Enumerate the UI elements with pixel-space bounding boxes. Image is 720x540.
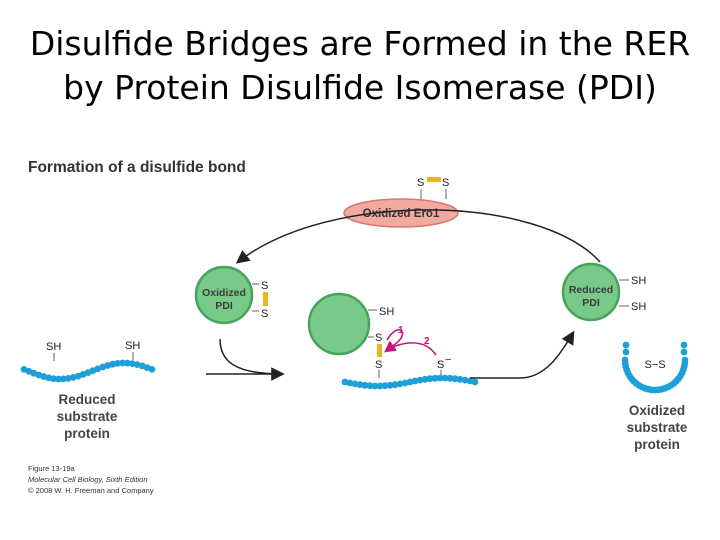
ero1-disulfide-bond [427, 177, 441, 182]
intermediate-substrate-chain [341, 374, 479, 390]
oxidized-ero1: S S Oxidized Ero1 [343, 177, 459, 228]
reduced-pdi-sh-top: SH [631, 275, 646, 287]
reduced-substrate-protein: SH SH Reduced substrate protein [20, 340, 156, 441]
intermediate-sh: SH [379, 306, 394, 318]
intermediate-chain-bead [391, 381, 399, 389]
intermediate-chain-bead [456, 375, 464, 383]
step-2-arrow [384, 341, 437, 356]
intermediate-chain-bead [371, 382, 379, 390]
oxidized-pdi-s-top: S [261, 280, 268, 292]
pdi-substrate-intermediate: SH S S S − 1 2 [307, 292, 479, 390]
intermediate-s-bottom: S [375, 359, 382, 371]
oxidized-substrate-protein: S−S Oxidized substrate protein [621, 341, 689, 452]
ero1-s-right: S [442, 177, 449, 189]
slide-title: Disulfide Bridges are Formed in the RER … [0, 22, 720, 110]
ero1-label: Oxidized Ero1 [363, 208, 440, 220]
intermediate-chain-bead [386, 381, 394, 389]
intermediate-chain-bead [366, 382, 374, 390]
reduced-substrate-line2: substrate [57, 409, 118, 424]
oxidized-substrate-line2: substrate [627, 420, 688, 435]
reduced-substrate-chain [20, 359, 156, 383]
intermediate-chain-bead [436, 374, 444, 382]
oxidized-chain-bead [680, 341, 688, 349]
oxidized-pdi-disulfide-bond [263, 292, 268, 306]
intermediate-disulfide-bond [377, 344, 382, 357]
intermediate-to-reduced-pdi-arrow [470, 330, 575, 379]
reduced-substrate-sh-left: SH [46, 341, 61, 353]
intermediate-chain-bead [356, 381, 364, 389]
intermediate-chain-bead [441, 374, 449, 382]
recycle-arrow [235, 209, 601, 264]
reduced-pdi-sh-bottom: SH [631, 301, 646, 313]
oxidized-substrate-bond: S−S [644, 359, 665, 371]
oxidized-chain-bead [622, 348, 630, 356]
intermediate-chain-bead [421, 375, 429, 383]
reduced-substrate-line1: Reduced [58, 392, 115, 407]
oxidized-chain-bead [681, 356, 689, 364]
oxidized-chain-bead [622, 341, 630, 349]
step-1-label: 1 [398, 325, 404, 336]
intermediate-chain-bead [381, 382, 389, 390]
reduced-pdi-line2: PDI [582, 297, 600, 309]
oxidized-pdi-circle [194, 265, 254, 325]
oxidized-pdi-line2: PDI [215, 300, 233, 312]
oxidized-pdi-line1: Oxidized [202, 287, 246, 299]
intermediate-pdi-circle [307, 292, 371, 356]
reduced-chain-bead [124, 359, 131, 367]
pdi-to-intermediate-arrow [219, 338, 285, 381]
intermediate-chain-bead [426, 375, 434, 383]
intermediate-chain-bead [451, 375, 459, 383]
reduced-pdi: Reduced PDI SH SH [561, 262, 646, 322]
title-line-2: by Protein Disulfide Isomerase (PDI) [63, 68, 657, 107]
figure-credit: Figure 13-19a Molecular Cell Biology, Si… [28, 464, 154, 495]
title-line-1: Disulfide Bridges are Formed in the RER [29, 24, 691, 63]
intermediate-s-minus: S [437, 359, 444, 371]
credit-line2: Molecular Cell Biology, Sixth Edition [28, 475, 148, 484]
reduced-chain-bead [50, 375, 57, 382]
reduced-substrate-line3: protein [64, 426, 110, 441]
intermediate-chain-bead [431, 374, 439, 382]
credit-line1: Figure 13-19a [28, 464, 76, 473]
reduced-pdi-circle [561, 262, 621, 322]
ero1-s-left: S [417, 177, 424, 189]
oxidized-pdi: Oxidized PDI S S [194, 265, 268, 325]
reduced-chain-bead [148, 366, 156, 373]
ero1-enzyme [343, 198, 459, 228]
intermediate-chain-bead [361, 381, 369, 389]
reduced-chain-bead [55, 375, 62, 383]
reduced-pdi-line1: Reduced [569, 284, 613, 296]
intermediate-minus: − [445, 354, 451, 366]
intermediate-chain-bead [416, 376, 424, 384]
oxidized-substrate-line1: Oxidized [629, 403, 685, 418]
oxidized-pdi-s-bottom: S [261, 308, 268, 320]
credit-line3: © 2008 W. H. Freeman and Company [28, 486, 154, 495]
intermediate-chain-bead [376, 382, 384, 390]
intermediate-chain-bead [446, 374, 454, 382]
reduced-substrate-sh-right: SH [125, 340, 140, 352]
oxidized-substrate-chain [621, 341, 689, 394]
reduced-chain-bead [60, 375, 67, 383]
reduced-chain-bead [119, 359, 126, 367]
reduced-chain-bead [114, 360, 121, 367]
intermediate-chain-bead [471, 378, 479, 386]
intermediate-chain-bead [351, 380, 359, 388]
oxidized-substrate-line3: protein [634, 437, 680, 452]
intermediate-s-top: S [375, 332, 382, 344]
oxidized-chain-bead [680, 348, 688, 356]
step-2-label: 2 [424, 336, 430, 347]
panel-title: Formation of a disulfide bond [28, 159, 246, 176]
